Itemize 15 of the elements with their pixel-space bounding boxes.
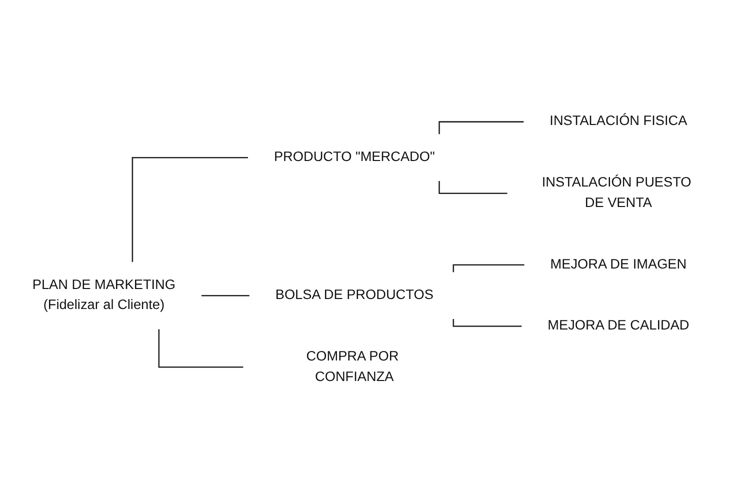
connector	[158, 329, 244, 368]
node-text: MEJORA DE CALIDAD	[548, 318, 690, 334]
node-text: PRODUCTO "MERCADO"	[274, 150, 435, 165]
connector	[132, 157, 248, 263]
node-text: MEJORA DE IMAGEN	[550, 258, 687, 272]
node-text: PLAN DE MARKETING (Fidelizar al Cliente)	[32, 278, 176, 314]
connector	[438, 122, 524, 135]
connector	[452, 319, 522, 328]
node-text: COMPRA POR CONFIANZA	[306, 350, 399, 385]
node-text: INSTALACIÓN PUESTO DE VENTA	[542, 176, 692, 211]
connector	[452, 264, 525, 273]
connector	[438, 181, 508, 194]
node-text: BOLSA DE PRODUCTOS	[275, 288, 434, 303]
connector	[200, 295, 250, 297]
node-text: INSTALACIÓN FISICA	[550, 114, 688, 130]
